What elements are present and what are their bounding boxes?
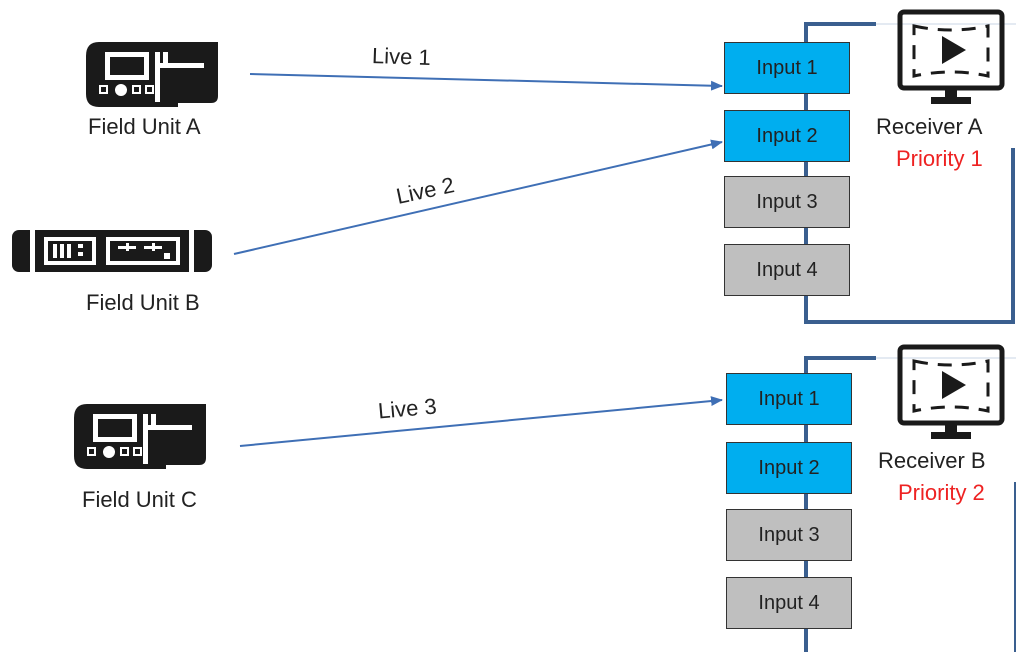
field-unit-c-label: Field Unit C [82, 487, 197, 512]
link-arrow-live-3 [239, 396, 723, 447]
monitor-icon [897, 9, 1005, 104]
link-arrow-live-2 [233, 139, 723, 255]
receiver-a-input-2: Input 2 [724, 110, 850, 162]
receiver-b-priority: Priority 2 [898, 480, 985, 505]
receiver-b-input-3: Input 3 [726, 509, 852, 561]
field-unit-b-label: Field Unit B [86, 290, 200, 315]
link-arrow-live-1 [249, 73, 723, 91]
link-label-live-1: Live 1 [371, 42, 432, 71]
receiver-a-input-4: Input 4 [724, 244, 850, 296]
receiver-b-input-1: Input 1 [726, 373, 852, 425]
receiver-b-input-2: Input 2 [726, 442, 852, 494]
link-label-live-3: Live 3 [376, 393, 438, 424]
receiver-b-input-4: Input 4 [726, 577, 852, 629]
field-unit-rack-icon [12, 230, 212, 272]
receiver-a-name: Receiver A [876, 114, 983, 139]
receiver-a-priority: Priority 1 [896, 146, 983, 171]
field-unit-portable-icon [74, 404, 206, 469]
receiver-a-input-1: Input 1 [724, 42, 850, 94]
receiver-a-input-3: Input 3 [724, 176, 850, 228]
receiver-b-name: Receiver B [878, 448, 986, 473]
field-unit-a-label: Field Unit A [88, 114, 201, 139]
field-unit-portable-icon [86, 42, 218, 107]
monitor-icon [897, 344, 1005, 439]
